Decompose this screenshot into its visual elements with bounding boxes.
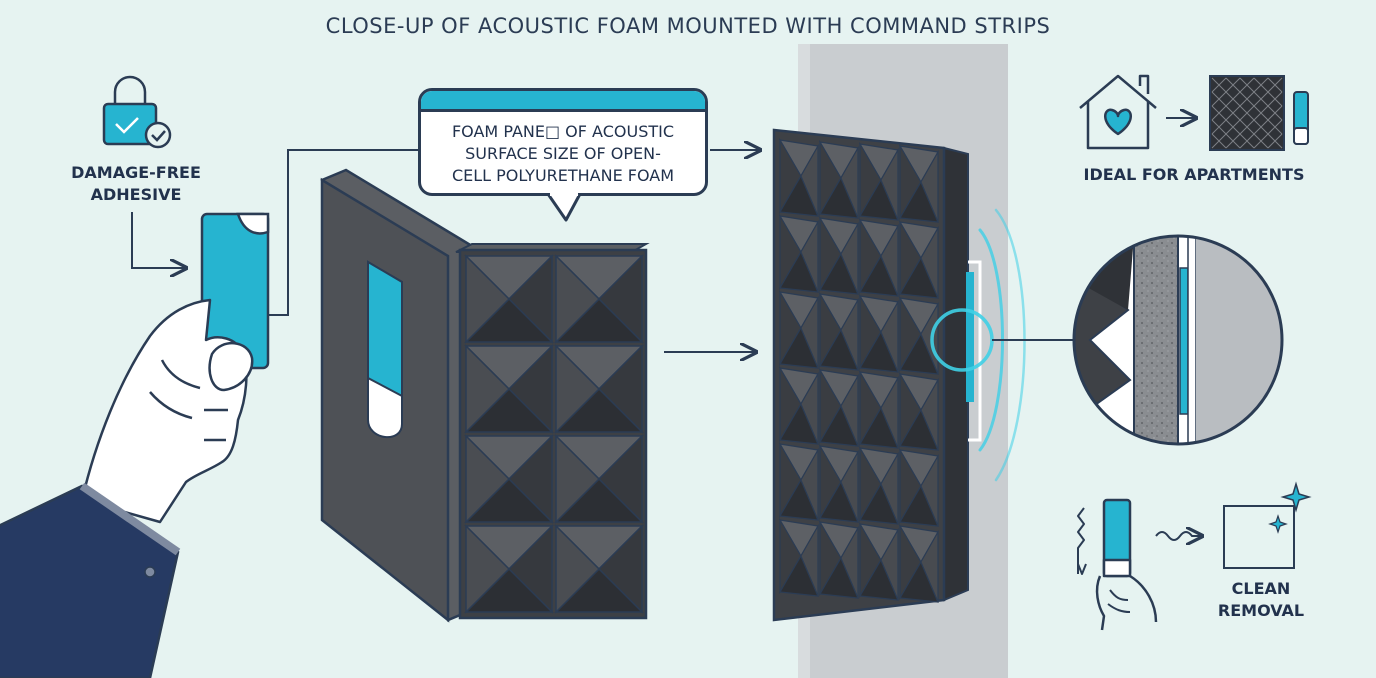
tile-cell — [1253, 105, 1269, 121]
foam-wedge — [880, 299, 899, 373]
foam-pyramid — [465, 344, 511, 434]
tile-cell — [1211, 105, 1227, 121]
foam-wedge — [800, 295, 819, 369]
mounted-foam-panel — [772, 128, 982, 622]
tile-cell — [1211, 119, 1227, 135]
tile-cell — [1239, 119, 1255, 135]
strip-icon — [1293, 91, 1309, 145]
backing-board — [320, 168, 474, 623]
foam-pyramid — [465, 524, 511, 614]
foam-wedge — [880, 147, 899, 221]
tile-cell — [1267, 105, 1283, 121]
foam-pyramid — [465, 434, 511, 524]
tile-cell — [1225, 77, 1241, 93]
tile-cell — [1225, 105, 1241, 121]
tile-cell — [1225, 119, 1241, 135]
zoom-cross-section — [1072, 234, 1284, 446]
foam-panel-front — [455, 243, 650, 620]
foam-wedge — [840, 297, 859, 371]
foam-tile-icon — [1209, 75, 1285, 151]
foam-wedge — [880, 451, 899, 525]
sleeve — [0, 482, 181, 678]
tile-cell — [1267, 133, 1283, 149]
foam-wedge — [880, 527, 899, 601]
sparkle-icon — [1280, 481, 1312, 513]
removal-wave-arrow — [1155, 532, 1202, 540]
adhesive-pointer-arrow — [131, 212, 186, 268]
foam-wedge — [800, 447, 819, 521]
tile-cell — [1267, 77, 1283, 93]
tile-cell — [1239, 91, 1255, 107]
tile-cell — [1267, 119, 1283, 135]
foam-wedge — [920, 453, 939, 527]
foam-wedge — [800, 523, 819, 597]
foam-wedge — [800, 143, 819, 217]
tile-cell — [1253, 119, 1269, 135]
tile-cell — [1239, 105, 1255, 121]
foam-pyramid — [555, 524, 601, 614]
foam-wedge — [800, 219, 819, 293]
foam-wedge — [800, 371, 819, 445]
foam-wedge — [920, 301, 939, 375]
strip-connector-line — [268, 149, 418, 316]
tile-cell — [1239, 133, 1255, 149]
foam-wedge — [920, 225, 939, 299]
padlock-check-icon — [102, 75, 172, 149]
foam-wedge — [840, 145, 859, 219]
tile-cell — [1239, 77, 1255, 93]
foam-wedge — [840, 373, 859, 447]
home-heart-icon — [1079, 74, 1157, 150]
foam-wedge — [840, 449, 859, 523]
tile-cell — [1225, 133, 1241, 149]
foam-pyramid — [555, 254, 601, 344]
tile-cell — [1267, 91, 1283, 107]
foam-wedge — [920, 149, 939, 223]
tile-cell — [1253, 77, 1269, 93]
foam-wedge — [840, 525, 859, 599]
foam-wedge — [880, 223, 899, 297]
tile-cell — [1211, 77, 1227, 93]
ideal-for-apartments-label: IDEAL FOR APARTMENTS — [1083, 165, 1305, 184]
foam-pyramid — [555, 344, 601, 434]
tile-cell — [1211, 91, 1227, 107]
foam-pyramid — [555, 434, 601, 524]
tile-cell — [1211, 133, 1227, 149]
foam-wedge — [920, 377, 939, 451]
foam-pyramid — [465, 254, 511, 344]
foam-wedge — [880, 375, 899, 449]
hand — [80, 298, 254, 524]
page-title: CLOSE-UP OF ACOUSTIC FOAM MOUNTED WITH C… — [325, 14, 1051, 38]
foam-wedge — [840, 221, 859, 295]
tile-cell — [1253, 91, 1269, 107]
tile-cell — [1253, 133, 1269, 149]
tile-cell — [1225, 91, 1241, 107]
clean-removal-label: CLEAN REMOVAL — [1217, 579, 1305, 620]
damage-free-adhesive-label: DAMAGE-FREE ADHESIVE — [71, 163, 201, 204]
foam-wedge — [920, 529, 939, 603]
removal-hand-icon — [1077, 498, 1158, 631]
callout-header-bar — [421, 91, 705, 112]
clean-surface-icon — [1223, 481, 1312, 569]
foam-panel-callout: FOAM PANE□ OF ACOUSTIC SURFACE SIZE OF O… — [418, 88, 708, 196]
